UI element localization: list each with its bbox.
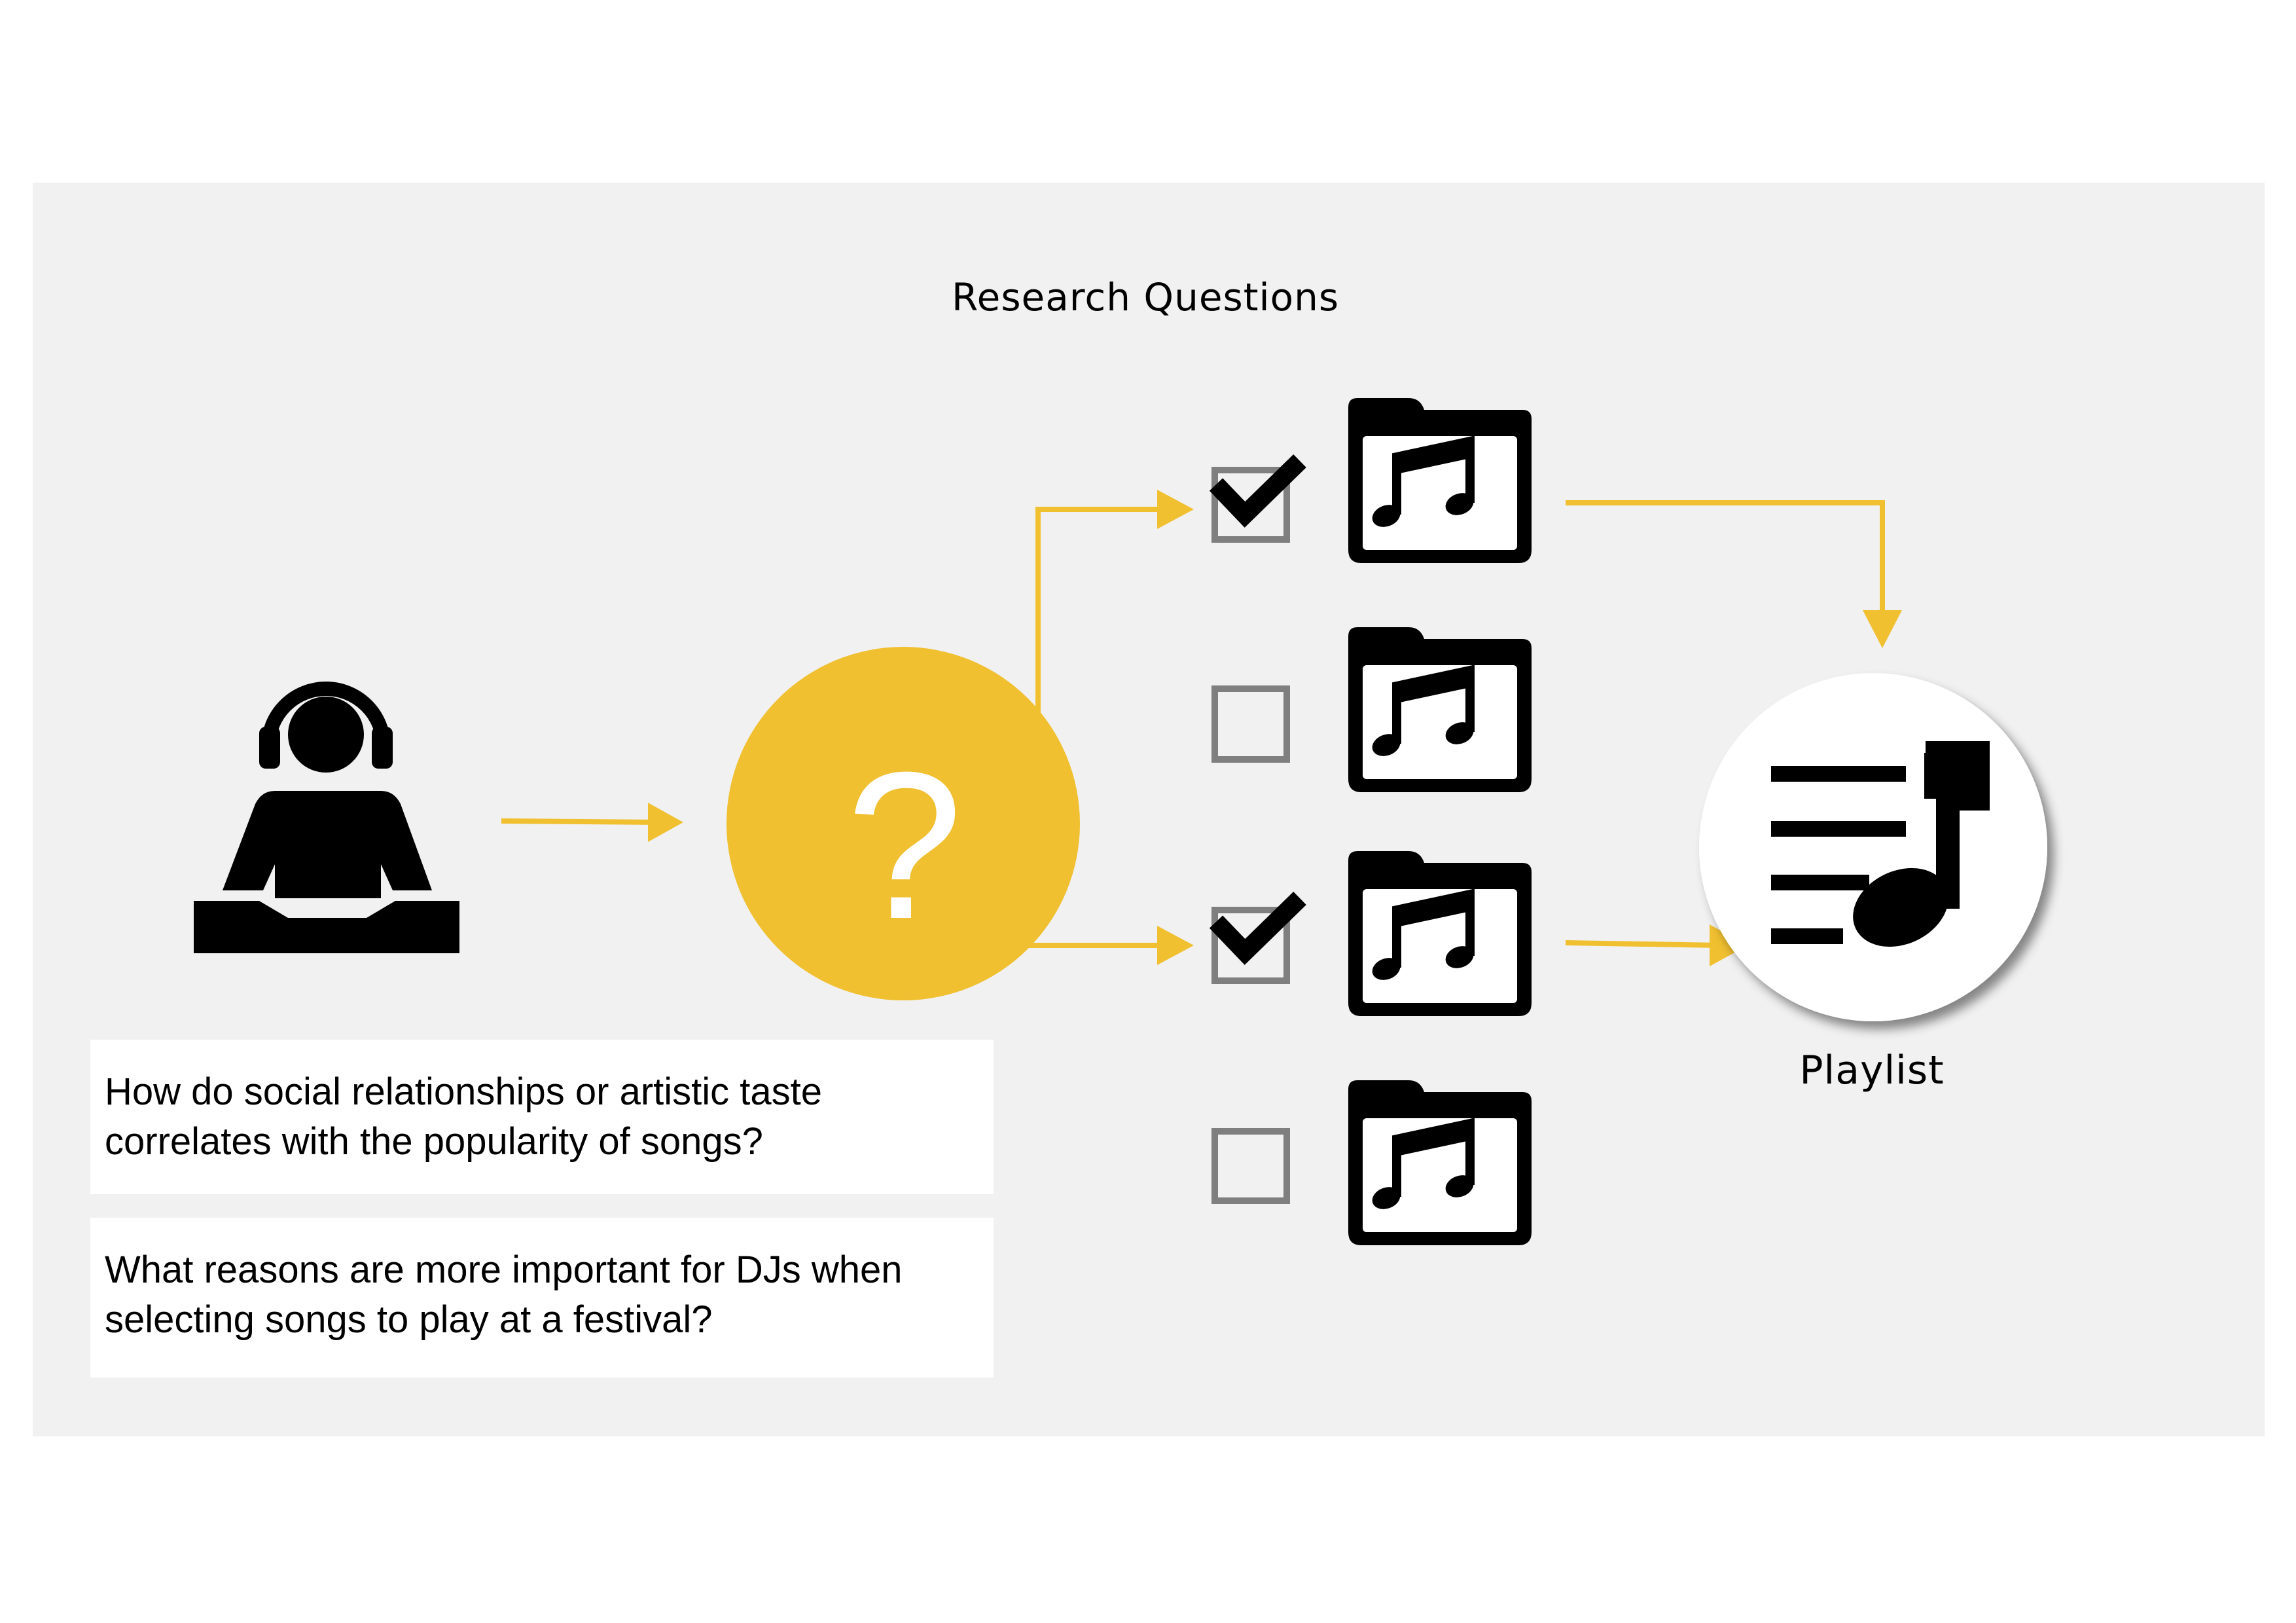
checkmark-icon — [1209, 891, 1306, 965]
research-question-1-text: How do social relationships or artistic … — [105, 1070, 823, 1163]
arrow-dj-to-question — [501, 803, 683, 842]
dj-headphones-icon — [194, 682, 459, 953]
checkmark-icon — [1209, 454, 1306, 528]
playlist-label: Playlist — [1799, 1048, 1945, 1093]
research-question-2: What reasons are more important for DJs … — [90, 1218, 994, 1377]
question-circle-icon: ? — [726, 647, 1080, 1000]
arrow-folder-1-to-playlist — [1566, 500, 1902, 648]
arrow-question-to-folder-3 — [1026, 926, 1194, 965]
music-folder-icon — [1348, 398, 1532, 563]
checkbox-icon — [1211, 467, 1290, 543]
arrow-folder-3-to-playlist — [1565, 924, 1748, 966]
checkbox-icon — [1211, 907, 1290, 984]
music-folder-icon — [1348, 851, 1532, 1016]
question-mark: ? — [846, 728, 963, 962]
music-folder-icon — [1348, 627, 1532, 792]
arrow-question-to-folder-1 — [1035, 490, 1194, 718]
research-question-1: How do social relationships or artistic … — [90, 1040, 994, 1194]
music-folder-icon — [1348, 1080, 1532, 1245]
checkbox-icon — [1211, 685, 1290, 763]
playlist-icon — [1699, 673, 2047, 1021]
diagram-title: Research Questions — [951, 275, 1340, 319]
research-question-2-text: What reasons are more important for DJs … — [105, 1249, 903, 1341]
checkbox-icon — [1211, 1128, 1290, 1204]
